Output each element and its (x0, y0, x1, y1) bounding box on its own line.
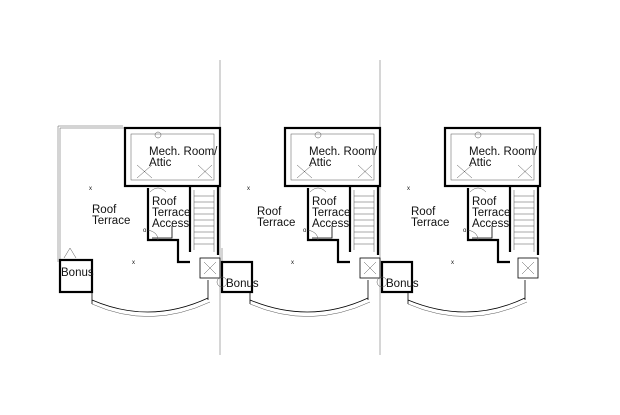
unit-2-plan: x x o Mech. Room/ Attic Roof Terrace Roo… (216, 126, 382, 317)
stair-walls (508, 186, 540, 255)
unit-1-plan: x x o Mech. Room/ Attic Roof Terrace Roo… (57, 125, 222, 317)
mech-room-label: Attic (469, 157, 492, 169)
svg-text:x: x (451, 260, 454, 266)
svg-text:o: o (463, 228, 467, 234)
access-label: Terrace (312, 207, 350, 219)
svg-text:x: x (407, 186, 410, 192)
access-label: Terrace (152, 207, 190, 219)
roof-terrace-label: Roof (92, 204, 117, 216)
roof-terrace-label: Terrace (257, 217, 295, 229)
access-label: Roof (312, 196, 337, 208)
balcony-curve (91, 297, 209, 313)
bonus-label: Bonus (61, 267, 94, 279)
mech-room-label: Mech. Room/ (149, 146, 218, 158)
access-label: Roof (152, 196, 177, 208)
svg-text:x: x (291, 260, 294, 266)
access-label: Roof (472, 196, 497, 208)
mech-room-wall (443, 126, 542, 188)
svg-text:x: x (247, 186, 250, 192)
mech-room-wall (283, 126, 382, 188)
bonus-label: Bonus (226, 278, 259, 290)
access-label: Terrace (472, 207, 510, 219)
mech-room-label: Mech. Room/ (309, 146, 378, 158)
mech-room-label: Mech. Room/ (469, 146, 538, 158)
roof-terrace-label: Terrace (92, 215, 130, 227)
balcony-curve (407, 297, 526, 313)
roof-terrace-label: Roof (411, 206, 436, 218)
access-label: Access (312, 218, 349, 230)
svg-text:o: o (303, 228, 307, 234)
roof-terrace-label: Roof (257, 206, 282, 218)
access-label: Access (152, 218, 189, 230)
mech-room-label: Attic (309, 157, 332, 169)
mech-room-wall (123, 126, 222, 188)
stair-walls (188, 186, 220, 255)
bonus-label: Bonus (386, 278, 419, 290)
roof-terrace-label: Terrace (411, 217, 449, 229)
stair-walls (348, 186, 380, 255)
svg-text:x: x (89, 186, 92, 192)
balcony-curve (249, 297, 369, 313)
svg-text:x: x (132, 260, 135, 266)
access-label: Access (472, 218, 509, 230)
unit-3-plan: x x o Mech. Room/ Attic Roof Terrace Roo… (376, 126, 542, 317)
svg-text:o: o (143, 228, 147, 234)
bonus-room-wall (58, 258, 94, 294)
mech-room-label: Attic (149, 157, 172, 169)
